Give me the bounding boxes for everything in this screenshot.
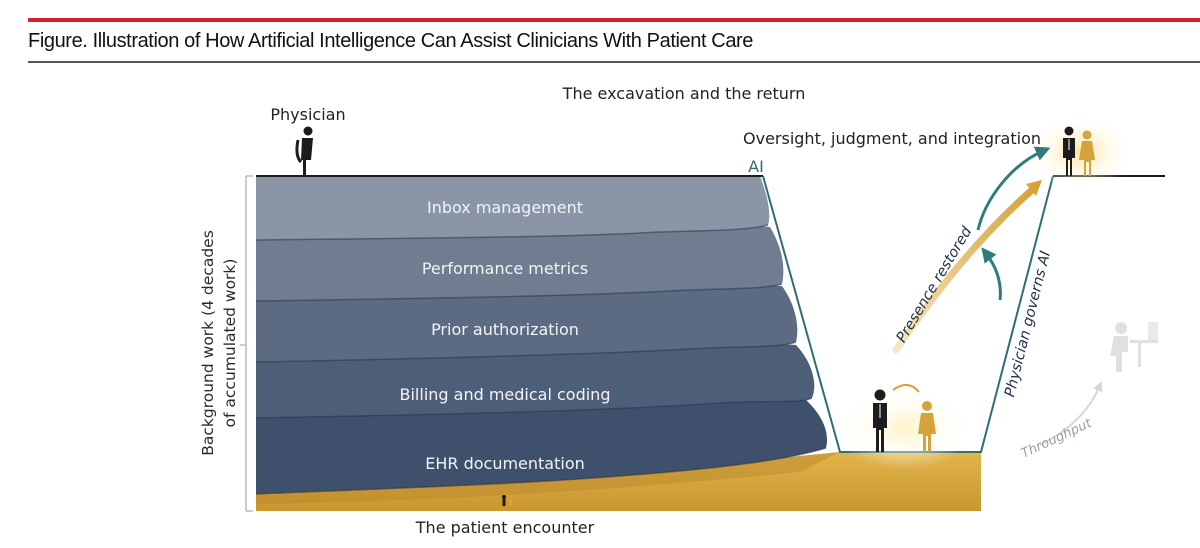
presence-restored-label: Presence restored [894, 224, 976, 346]
presence-arrow-head [1026, 180, 1042, 196]
diagram-heading: The excavation and the return [562, 84, 806, 103]
throughput-label: Throughput [1019, 416, 1095, 462]
layer-label-billing-coding: Billing and medical coding [400, 385, 611, 404]
y-axis-label-line1: Background work (4 decades [199, 230, 217, 456]
layer-band-performance-metrics [256, 225, 784, 301]
header-accent-rule [28, 18, 1200, 22]
physician-icon-summit [1063, 126, 1075, 176]
connection-arc [892, 384, 920, 393]
layer-band-inbox-management [256, 176, 770, 240]
governs-return-arrow [981, 247, 1002, 301]
pit-glow [835, 386, 975, 470]
patient-encounter-floor [256, 452, 981, 511]
layer-label-performance-metrics: Performance metrics [422, 259, 588, 278]
layer-band-prior-authorization [256, 284, 798, 362]
layer-band-billing-coding [256, 343, 815, 418]
presence-restored-arrow [892, 186, 1036, 354]
background-work-bracket [240, 175, 253, 512]
layer-label-ehr-documentation: EHR documentation [425, 454, 585, 473]
tiny-physician-patient-figures [502, 495, 513, 506]
patient-encounter-label: The patient encounter [415, 518, 595, 537]
ai-label: AI [748, 157, 764, 176]
y-axis-label-line2: of accumulated work) [221, 259, 239, 428]
summit-glow [1025, 114, 1135, 190]
oversight-label: Oversight, judgment, and integration [743, 129, 1041, 148]
physician-icon-pit [873, 389, 887, 452]
physician-label: Physician [270, 105, 345, 124]
title-divider [28, 61, 1200, 63]
layer-edges [255, 224, 827, 495]
layer-label-inbox-management: Inbox management [427, 198, 583, 217]
throughput-arrow [1039, 381, 1103, 446]
desk-worker-icon-faint [1110, 322, 1158, 372]
oversight-arrow [976, 146, 1051, 231]
figure-title: Figure. Illustration of How Artificial I… [28, 30, 754, 52]
patient-icon-summit [1079, 130, 1095, 176]
patient-icon-pit [918, 401, 936, 452]
layer-label-prior-authorization: Prior authorization [431, 320, 579, 339]
physician-figure-icon [295, 126, 313, 176]
